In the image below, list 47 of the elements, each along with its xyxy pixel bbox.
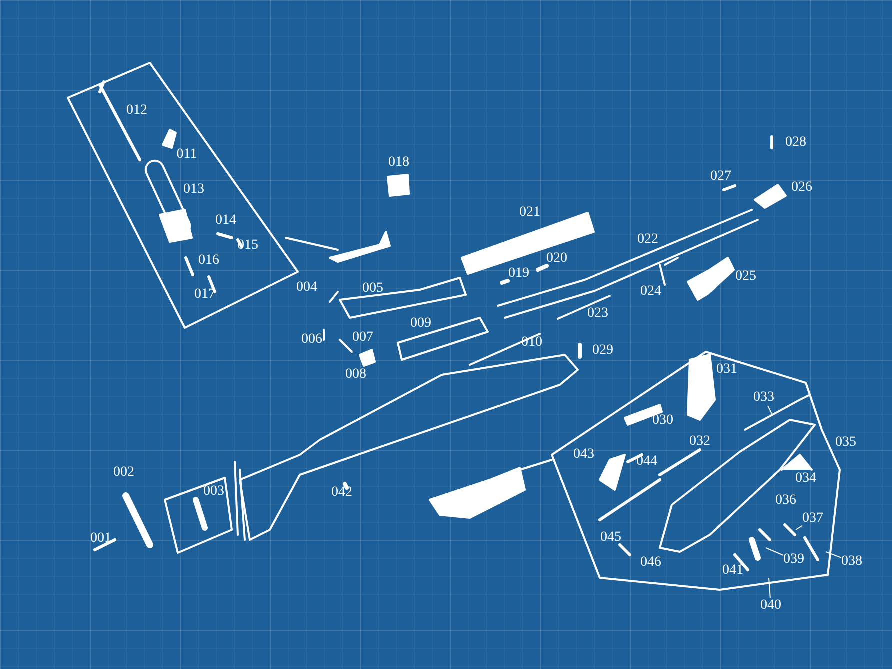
callout-number: 027 [710, 169, 732, 185]
leader-line [826, 552, 842, 558]
leader-line [796, 525, 803, 530]
callout-number: 018 [388, 155, 410, 171]
callout-number: 046 [640, 555, 662, 571]
callout-number: 029 [592, 343, 614, 359]
leader-line [768, 578, 771, 598]
callout-number: 022 [638, 232, 658, 248]
callout-number: 040 [760, 598, 782, 614]
callout-number: 045 [600, 530, 622, 546]
callout-number: 009 [410, 316, 432, 332]
callout-number: 034 [796, 471, 816, 487]
callout-number: 002 [114, 465, 134, 481]
leader-line [766, 548, 784, 556]
callout-number: 005 [362, 281, 384, 297]
callout-number: 025 [736, 269, 756, 285]
callout-number: 035 [836, 435, 856, 451]
leader-line [768, 406, 772, 414]
callout-number: 026 [792, 180, 812, 196]
callout-number: 011 [176, 147, 198, 163]
callout-number: 030 [652, 413, 674, 429]
callout-number: 038 [842, 554, 862, 570]
callout-number: 016 [198, 253, 220, 269]
callout-number: 004 [296, 280, 318, 296]
callout-number: 039 [784, 552, 804, 568]
callout-number: 007 [352, 330, 374, 346]
callout-number: 003 [204, 484, 224, 500]
callout-number: 019 [508, 266, 530, 282]
callout-number: 012 [126, 103, 148, 119]
callout-number: 033 [754, 390, 774, 406]
callout-number: 006 [302, 332, 322, 348]
callout-number: 043 [574, 447, 594, 463]
callout-number: 020 [546, 251, 568, 267]
callout-number: 042 [332, 485, 352, 501]
callout-number: 013 [184, 182, 204, 198]
callout-number: 036 [776, 493, 796, 509]
callout-number: 041 [722, 563, 744, 579]
callout-number: 023 [588, 306, 608, 322]
callout-number: 001 [90, 531, 112, 547]
callout-number: 037 [802, 511, 824, 527]
callout-number: 014 [216, 213, 236, 229]
callout-number: 021 [520, 205, 540, 221]
callout-number: 032 [690, 434, 710, 450]
callout-number: 008 [346, 367, 366, 383]
callout-number: 024 [640, 284, 662, 300]
callout-number: 031 [716, 362, 738, 378]
callout-number: 028 [786, 135, 806, 151]
